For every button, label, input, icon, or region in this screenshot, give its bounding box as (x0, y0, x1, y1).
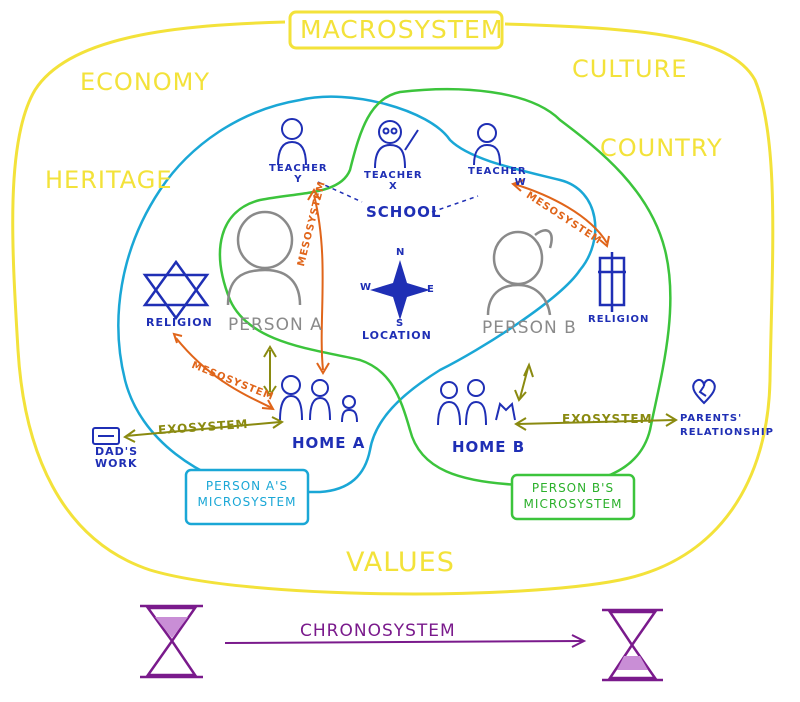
chronosystem-label: CHRONOSYSTEM (300, 621, 456, 641)
person-b-label: PERSON B (482, 318, 577, 338)
broken-heart-icon (692, 378, 716, 405)
school-label: SCHOOL (366, 203, 442, 221)
person-home-arrows (263, 345, 534, 402)
micro-b-boundary (218, 87, 672, 487)
compass-w: W (360, 282, 373, 293)
exosystem-arrows (123, 413, 678, 443)
parents-relationship-label: PARENTS' RELATIONSHIP (680, 413, 774, 438)
factor-country: COUNTRY (600, 134, 723, 162)
religion-a-label: RELIGION (146, 316, 213, 329)
compass-n: N (396, 247, 406, 258)
macrosystem-title: MACROSYSTEM (300, 15, 504, 44)
star-of-david-icon (142, 259, 210, 321)
home-b-family (437, 379, 516, 426)
teacher-y-label: TEACHER Y (269, 163, 328, 185)
home-a-family (279, 375, 358, 423)
money-icon (92, 427, 120, 445)
person-a-label: PERSON A (228, 315, 323, 335)
school-link-w (431, 195, 479, 213)
chronosystem-arrow (224, 634, 587, 648)
person-a-figure (226, 210, 302, 306)
home-b-label: HOME B (452, 438, 526, 456)
micro-b-box (510, 473, 636, 521)
teacher-y-figure (277, 118, 307, 166)
micro-b-label: PERSON B'S MICROSYSTEM (523, 481, 623, 511)
factor-heritage: HERITAGE (45, 166, 173, 194)
teacher-x-figure (374, 120, 419, 169)
compass-icon (370, 260, 430, 320)
home-a-label: HOME A (292, 434, 366, 452)
teacher-x-label: TEACHER X (364, 170, 423, 192)
person-b-figure (486, 229, 553, 316)
micro-a-boundary (117, 95, 597, 494)
location-label: LOCATION (362, 329, 432, 342)
religion-b-label: RELIGION (588, 314, 650, 325)
teacher-w-figure (473, 123, 501, 166)
factor-culture: CULTURE (572, 55, 688, 83)
dads-work-label: DAD'S WORK (95, 445, 139, 470)
macrosystem-boundary (11, 20, 775, 596)
micro-a-label: PERSON A'S MICROSYSTEM (197, 479, 297, 509)
macrosystem-title-box (288, 10, 504, 50)
hourglass-end-icon (602, 608, 663, 682)
mesosystem-arrows (172, 179, 610, 411)
school-link-y (317, 181, 363, 203)
compass-e: E (427, 284, 435, 295)
factor-values: VALUES (346, 547, 455, 578)
factor-economy: ECONOMY (80, 68, 211, 96)
exosystem-label-b: EXOSYSTEM (562, 412, 653, 426)
hourglass-start-icon (140, 604, 203, 679)
compass-s: S (396, 318, 405, 329)
teacher-w-label: TEACHER W (468, 166, 527, 188)
micro-a-box (184, 468, 310, 526)
cross-icon (598, 252, 626, 312)
